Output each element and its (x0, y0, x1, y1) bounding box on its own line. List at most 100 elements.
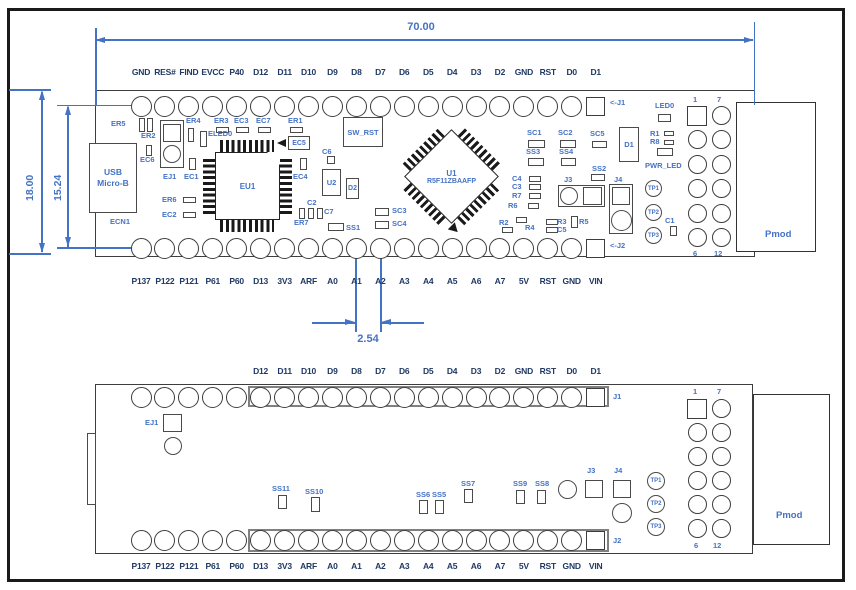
pin-hole (130, 386, 152, 408)
component-pad (317, 208, 323, 219)
pin-square (586, 96, 606, 116)
pin-label: D8 (351, 366, 362, 376)
eu1-pins-bottom (220, 220, 274, 232)
pin-label: A1 (351, 276, 362, 286)
label-SC3: SC3 (392, 206, 407, 215)
label-SS4: SS4 (559, 147, 574, 156)
pin-label: P122 (155, 561, 175, 571)
label-EC2: EC2 (162, 210, 177, 219)
component-pad (546, 227, 558, 233)
component-pad (502, 227, 513, 233)
pin-label: A7 (494, 276, 506, 286)
pin-hole (465, 95, 487, 117)
pmod-pin-hole (687, 130, 707, 150)
component-pad (528, 158, 544, 166)
width-dimension-line (97, 39, 753, 41)
bottom-board-outline (95, 384, 753, 554)
pin-label: A7 (494, 561, 506, 571)
pin-hole (465, 529, 487, 551)
label-ER3: ER3 (214, 116, 229, 125)
label-ER6: ER6 (162, 195, 177, 204)
pin-label: A0 (327, 276, 338, 286)
label-J1: J1 (613, 392, 622, 401)
pmod-connector-body (736, 102, 816, 252)
label-SC4: SC4 (392, 219, 407, 228)
label-R8: R8 (650, 137, 660, 146)
pin-hole (537, 386, 559, 408)
usb-label-line2: Micro-B (97, 178, 129, 188)
pmod-pin-square (687, 398, 707, 419)
pin-label: GND (514, 366, 534, 376)
pin-spacing-ext-top (57, 104, 145, 106)
label-SS7-bottom: SS7 (461, 479, 476, 488)
component-pad (200, 131, 207, 147)
pin-label: D8 (351, 67, 362, 77)
pin-label: D4 (446, 67, 458, 77)
pin-hole (513, 386, 535, 408)
pin-hole (274, 529, 296, 551)
pin-hole (489, 529, 511, 551)
pin-label: A0 (327, 561, 338, 571)
sw-rst-button: SW_RST (343, 117, 383, 147)
pin-square (586, 387, 606, 407)
j1-pointer: <-J1 (610, 98, 626, 107)
label-J3: J3 (564, 175, 573, 184)
pin-hole (489, 237, 511, 259)
pin-label: 5V (518, 276, 529, 286)
component-pad (375, 221, 389, 229)
label-PWR_LED: PWR_LED (645, 161, 682, 170)
label-ER2: ER2 (141, 131, 156, 140)
label-J3-bottom: J3 (587, 466, 596, 475)
pin-label: D2 (494, 67, 506, 77)
pin-label: ARF (300, 561, 317, 571)
label-SS3: SS3 (526, 147, 541, 156)
pin-label: D1 (590, 67, 601, 77)
pin-hole (130, 95, 152, 117)
pin-label: D2 (494, 366, 506, 376)
component-pad (571, 216, 578, 228)
label-SC5: SC5 (590, 129, 605, 138)
pin-label: P137 (131, 561, 151, 571)
component-pad (664, 140, 674, 145)
pin-label: GND (562, 561, 582, 571)
label-EC7: EC7 (256, 116, 271, 125)
pin-hole (154, 95, 176, 117)
pin-label: D13 (253, 276, 269, 286)
pmod-pin-hole (711, 519, 731, 538)
pmod-pin6-number-bottom: 6 (694, 541, 699, 550)
pmod-pin-hole (711, 179, 731, 199)
d1-diode: D1 (619, 127, 639, 162)
label-R6: R6 (508, 201, 518, 210)
component-pad (658, 114, 671, 122)
pin-hole (178, 529, 200, 551)
pin-hole (226, 386, 248, 408)
pin-label: D0 (566, 366, 577, 376)
pin-label: P60 (229, 561, 244, 571)
height-ext-line-top (9, 89, 51, 91)
pin-label: P122 (155, 276, 175, 286)
pin-label: VIN (588, 561, 603, 571)
pin-hole (393, 386, 415, 408)
usb-connector: USB Micro-B (89, 143, 137, 213)
pitch-ext-line-left (355, 251, 357, 332)
pin-hole (369, 237, 391, 259)
label-SS10-bottom: SS10 (305, 487, 324, 496)
pin-label: A2 (375, 276, 386, 286)
pin-label: A6 (470, 276, 482, 286)
label-J4-bottom: J4 (614, 466, 623, 475)
label-ER5: ER5 (111, 119, 126, 128)
d2-diode: D2 (346, 178, 359, 199)
label-EC3: EC3 (234, 116, 249, 125)
pmod-pin-hole (711, 423, 731, 442)
pmod-pin-hole (687, 179, 707, 199)
label-R2: R2 (499, 218, 509, 227)
component-pad (528, 140, 545, 148)
pmod-pin-hole (711, 106, 731, 125)
arrow-right-icon (345, 319, 355, 325)
pin-label: RST (539, 561, 557, 571)
pin-square (586, 238, 606, 258)
pmod-pin12-number-bottom: 12 (713, 541, 722, 550)
component-pad (258, 127, 271, 133)
component-pad (529, 176, 541, 182)
